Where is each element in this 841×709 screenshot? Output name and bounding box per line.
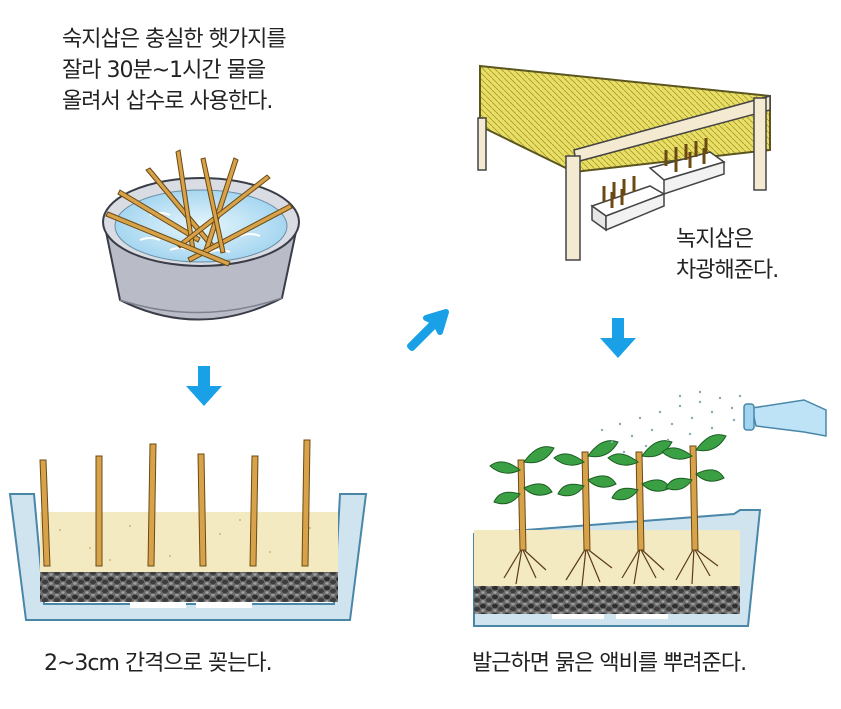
plant-stems <box>517 445 699 551</box>
tray-cuttings <box>39 439 311 567</box>
rooted-tray <box>473 509 762 627</box>
arrow-down-step2 <box>600 318 636 358</box>
plant-roots <box>503 547 719 587</box>
water-bowl <box>102 177 300 321</box>
arrow-down-step1 <box>186 366 222 406</box>
cutting-tray <box>8 493 368 621</box>
bowl-cuttings <box>105 149 293 267</box>
step2-caption: 녹지삽은 차광해준다. <box>676 227 779 283</box>
watering-nozzle <box>743 399 827 437</box>
watering-spray <box>600 390 752 454</box>
plant-leaves <box>489 434 727 505</box>
step3-caption: 2~3cm 간격으로 꽂는다. <box>44 651 273 676</box>
step1-caption: 숙지삽은 충실한 햇가지를 잘라 30분~1시간 물을 올려서 삽수로 사용한다… <box>62 27 287 114</box>
shade-frame <box>477 64 771 261</box>
step4-caption: 발근하면 묽은 액비를 뿌려준다. <box>472 651 747 676</box>
arrow-diagonal-up-right <box>407 309 449 351</box>
